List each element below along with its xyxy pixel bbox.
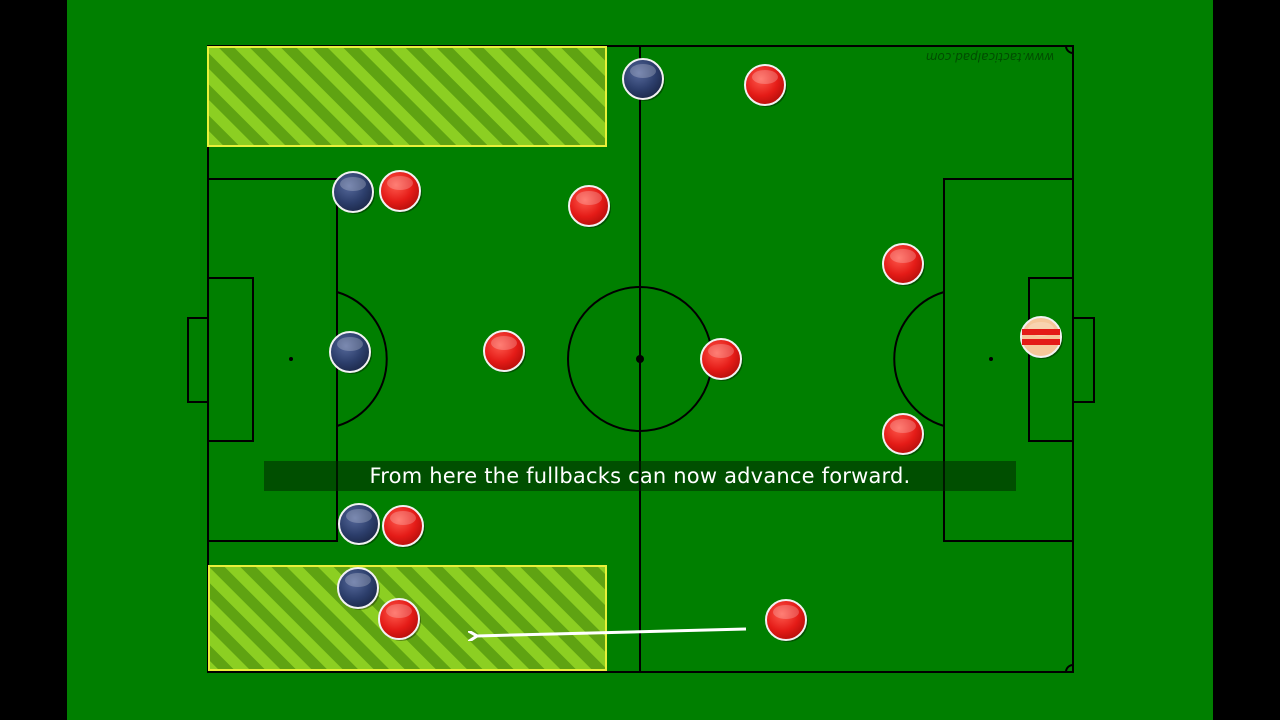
player-red-keeper[interactable] <box>1020 316 1063 359</box>
player-red-9[interactable] <box>378 598 421 641</box>
player-blue-1[interactable] <box>622 58 665 101</box>
player-blue-4[interactable] <box>338 503 381 546</box>
player-red-1[interactable] <box>744 64 787 107</box>
player-red-2[interactable] <box>379 170 422 213</box>
subtitle-caption: From here the fullbacks can now advance … <box>264 461 1016 491</box>
left-penalty-spot <box>289 357 293 361</box>
right-goal <box>1072 317 1095 403</box>
right-penalty-arc <box>893 291 945 427</box>
player-red-8[interactable] <box>382 505 425 548</box>
player-red-6[interactable] <box>700 338 743 381</box>
player-blue-5[interactable] <box>337 567 380 610</box>
player-red-5[interactable] <box>483 330 526 373</box>
player-red-10[interactable] <box>765 599 808 642</box>
player-blue-2[interactable] <box>332 171 375 214</box>
player-red-4[interactable] <box>882 243 925 286</box>
players <box>329 58 1063 642</box>
right-penalty-spot <box>989 357 993 361</box>
movement-arrow <box>476 627 747 636</box>
highlight-zone-top <box>207 46 607 147</box>
player-blue-3[interactable] <box>329 331 372 374</box>
watermark-text: www.tacticalpad.com <box>926 50 1055 64</box>
centre-spot <box>636 355 644 363</box>
left-goal <box>187 317 209 403</box>
player-red-3[interactable] <box>568 185 611 228</box>
player-red-7[interactable] <box>882 413 925 456</box>
left-penalty-arc <box>336 291 388 427</box>
